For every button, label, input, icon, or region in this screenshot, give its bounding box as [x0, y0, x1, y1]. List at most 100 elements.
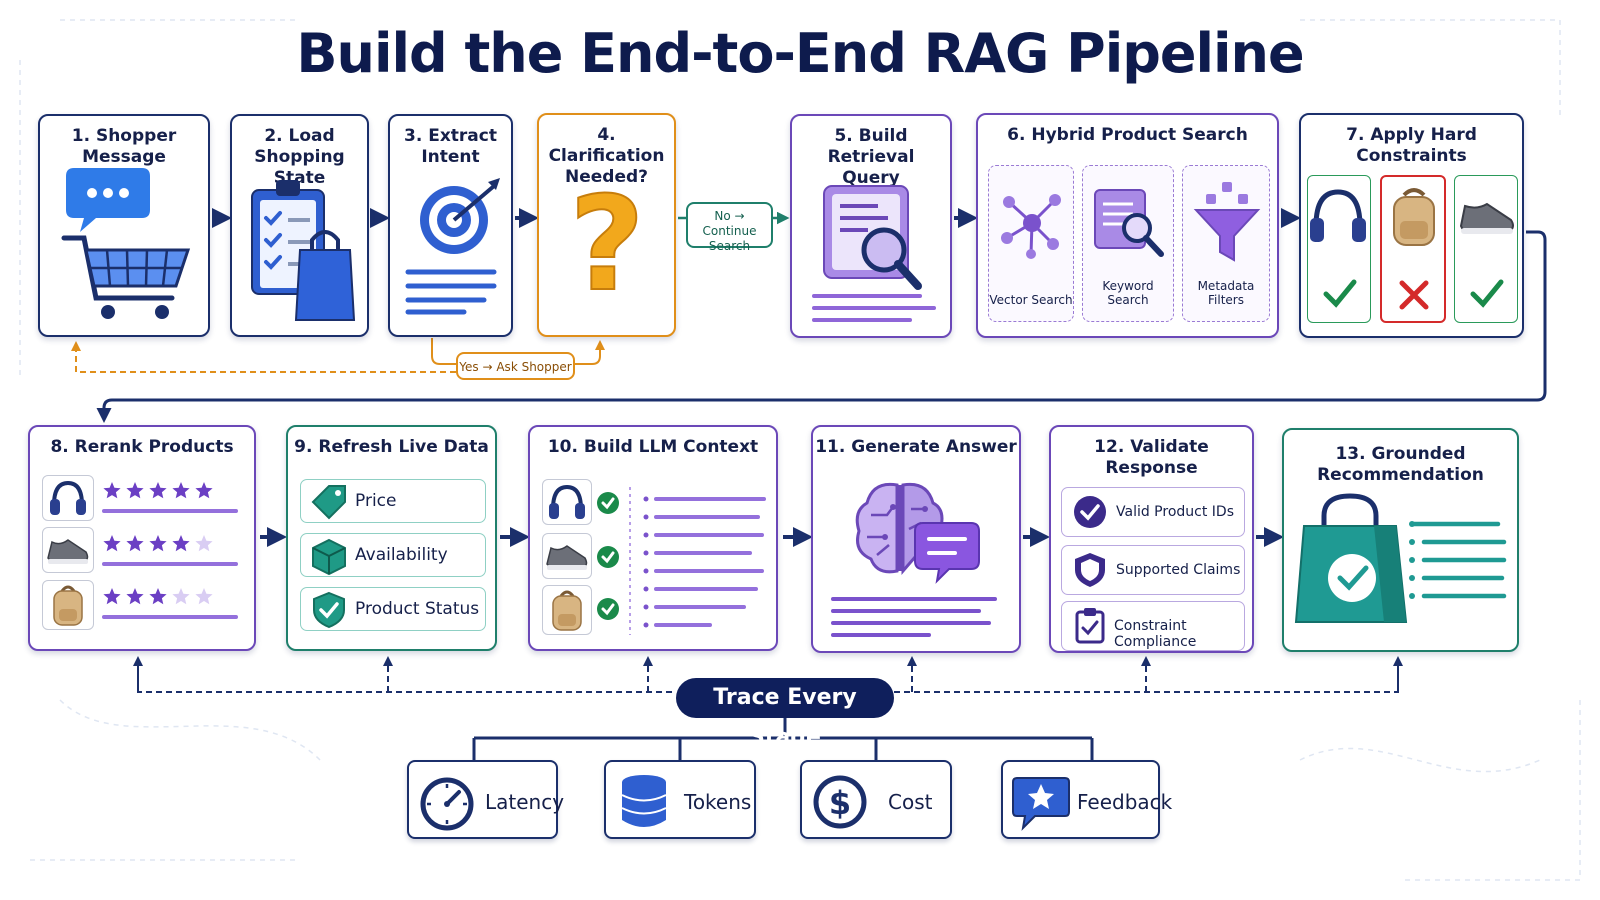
branch-no-continue-search: No → Continue Search: [686, 202, 773, 253]
recommendation-lines: [1409, 521, 1507, 599]
step-title: 5. Build Retrieval Query: [827, 126, 915, 188]
headphones-icon: [50, 480, 86, 515]
metadata-filters-panel: Metadata Filters: [1182, 165, 1270, 322]
step-title: 12. Validate Response: [1094, 437, 1209, 478]
rerank-thumb-sneaker: [42, 527, 94, 573]
step-refresh-live-data: 9. Refresh Live Data Price Availability …: [286, 425, 497, 651]
step-shopper-message: 1. Shopper Message: [38, 114, 210, 337]
clipboard-check-icon: [1075, 608, 1105, 644]
backpack-icon: [1393, 188, 1435, 246]
live-data-label: Product Status: [355, 599, 480, 619]
star-empty: [172, 588, 190, 605]
answer-lines: [831, 597, 997, 637]
step-clarification-needed: 4. Clarification Needed? ?: [537, 113, 676, 337]
dollar-coin-icon: $: [813, 775, 867, 829]
step-title: 1. Shopper Message: [71, 126, 177, 167]
step-title: 3. Extract Intent: [404, 126, 497, 167]
constraint-pass-sneaker: [1454, 175, 1518, 323]
stopwatch-icon: [420, 777, 474, 831]
check-icon: [1323, 279, 1357, 308]
sneaker-icon: [546, 545, 588, 570]
validation-constraint-compliance: Constraint Compliance: [1061, 601, 1245, 651]
intent-lines: [405, 269, 497, 315]
vector-network-icon: [1001, 194, 1061, 259]
star-filled: [126, 588, 144, 605]
live-data-product-status: Product Status: [300, 587, 486, 631]
star-filled: [149, 482, 167, 499]
trace-every-stage-badge: Trace Every Stage: [676, 678, 894, 750]
star-empty: [195, 588, 213, 605]
box-icon: [312, 538, 346, 576]
star-filled: [126, 535, 144, 552]
keyword-search-panel: Keyword Search: [1082, 165, 1174, 322]
star-empty: [195, 535, 213, 552]
svg-text:?: ?: [569, 168, 644, 320]
step-title: 7. Apply Hard Constraints: [1346, 125, 1477, 166]
vector-search-panel: Vector Search: [988, 165, 1074, 322]
question-mark-icon: ?: [568, 167, 645, 321]
validation-supported-claims: Supported Claims: [1061, 545, 1245, 595]
metric-feedback: Feedback: [1001, 760, 1172, 839]
live-data-label: Availability: [355, 545, 448, 565]
step-title: 13. Grounded Recommendation: [1317, 444, 1484, 485]
target-icon: [420, 178, 500, 254]
live-data-label: Price: [355, 491, 397, 511]
live-data-price: Price: [300, 479, 486, 523]
metric-label: Latency: [485, 790, 565, 814]
backpack-icon: [552, 590, 582, 631]
search-type-label: Vector Search: [989, 293, 1073, 307]
chat-bubble-icon: [66, 168, 150, 232]
live-data-availability: Availability: [300, 533, 486, 577]
sneaker-icon: [1459, 202, 1514, 234]
feedback-star-icon: [1012, 777, 1070, 831]
step-title: 8. Rerank Products: [50, 437, 234, 457]
context-check-icons: [597, 492, 619, 620]
page-title: Build the End-to-End RAG Pipeline: [296, 22, 1304, 85]
filter-funnel-icon: [1193, 182, 1261, 262]
star-filled: [149, 588, 167, 605]
cross-icon: [1399, 280, 1429, 310]
document-search-icon: [823, 185, 922, 290]
price-tag-icon: [311, 485, 346, 520]
metric-tokens: Tokens: [604, 760, 756, 839]
constraint-pass-headphones: [1307, 175, 1371, 323]
keyword-document-icon: [1094, 189, 1164, 257]
step-apply-hard-constraints: 7. Apply Hard Constraints: [1299, 113, 1524, 338]
validation-valid-product-ids: Valid Product IDs: [1061, 487, 1245, 537]
step-build-llm-context: 10. Build LLM Context: [528, 425, 778, 651]
step-grounded-recommendation: 13. Grounded Recommendation: [1282, 428, 1519, 652]
clipboard-checklist-icon: [251, 180, 356, 321]
star-filled: [195, 482, 213, 499]
sneaker-icon: [47, 539, 89, 564]
step-load-shopping-state: 2. Load Shopping State: [230, 114, 369, 337]
metric-label: Cost: [888, 790, 933, 814]
shield-icon: [1075, 553, 1105, 587]
step-hybrid-product-search: 6. Hybrid Product Search Vector Search K…: [976, 113, 1279, 338]
svg-text:$: $: [829, 784, 851, 822]
step-validate-response: 12. Validate Response Valid Product IDs …: [1049, 425, 1254, 653]
headphones-icon: [549, 484, 585, 519]
rerank-thumb-headphones: [42, 475, 94, 521]
step-title: 4. Clarification Needed?: [548, 125, 665, 187]
step-title: 9. Refresh Live Data: [294, 437, 489, 457]
step-extract-intent: 3. Extract Intent: [388, 114, 513, 337]
branch-yes-ask-shopper: Yes → Ask Shopper: [456, 352, 575, 380]
star-filled: [126, 482, 144, 499]
backpack-icon: [53, 585, 83, 626]
star-filled: [103, 482, 121, 499]
context-thumb-backpack: [542, 585, 592, 635]
check-circle-icon: [1074, 496, 1106, 528]
step-rerank-products: 8. Rerank Products: [28, 425, 256, 651]
validation-label: Constraint Compliance: [1114, 618, 1197, 650]
check-icon: [1470, 279, 1504, 308]
brain-chat-icon: [855, 482, 980, 584]
step-title: 10. Build LLM Context: [547, 437, 759, 457]
shopping-cart-icon: [61, 235, 191, 319]
search-type-label: Metadata Filters: [1197, 279, 1255, 307]
step-title: 6. Hybrid Product Search: [1007, 125, 1248, 145]
validation-label: Valid Product IDs: [1116, 504, 1234, 520]
shield-check-icon: [313, 591, 345, 629]
rerank-star-ratings: [102, 482, 238, 619]
